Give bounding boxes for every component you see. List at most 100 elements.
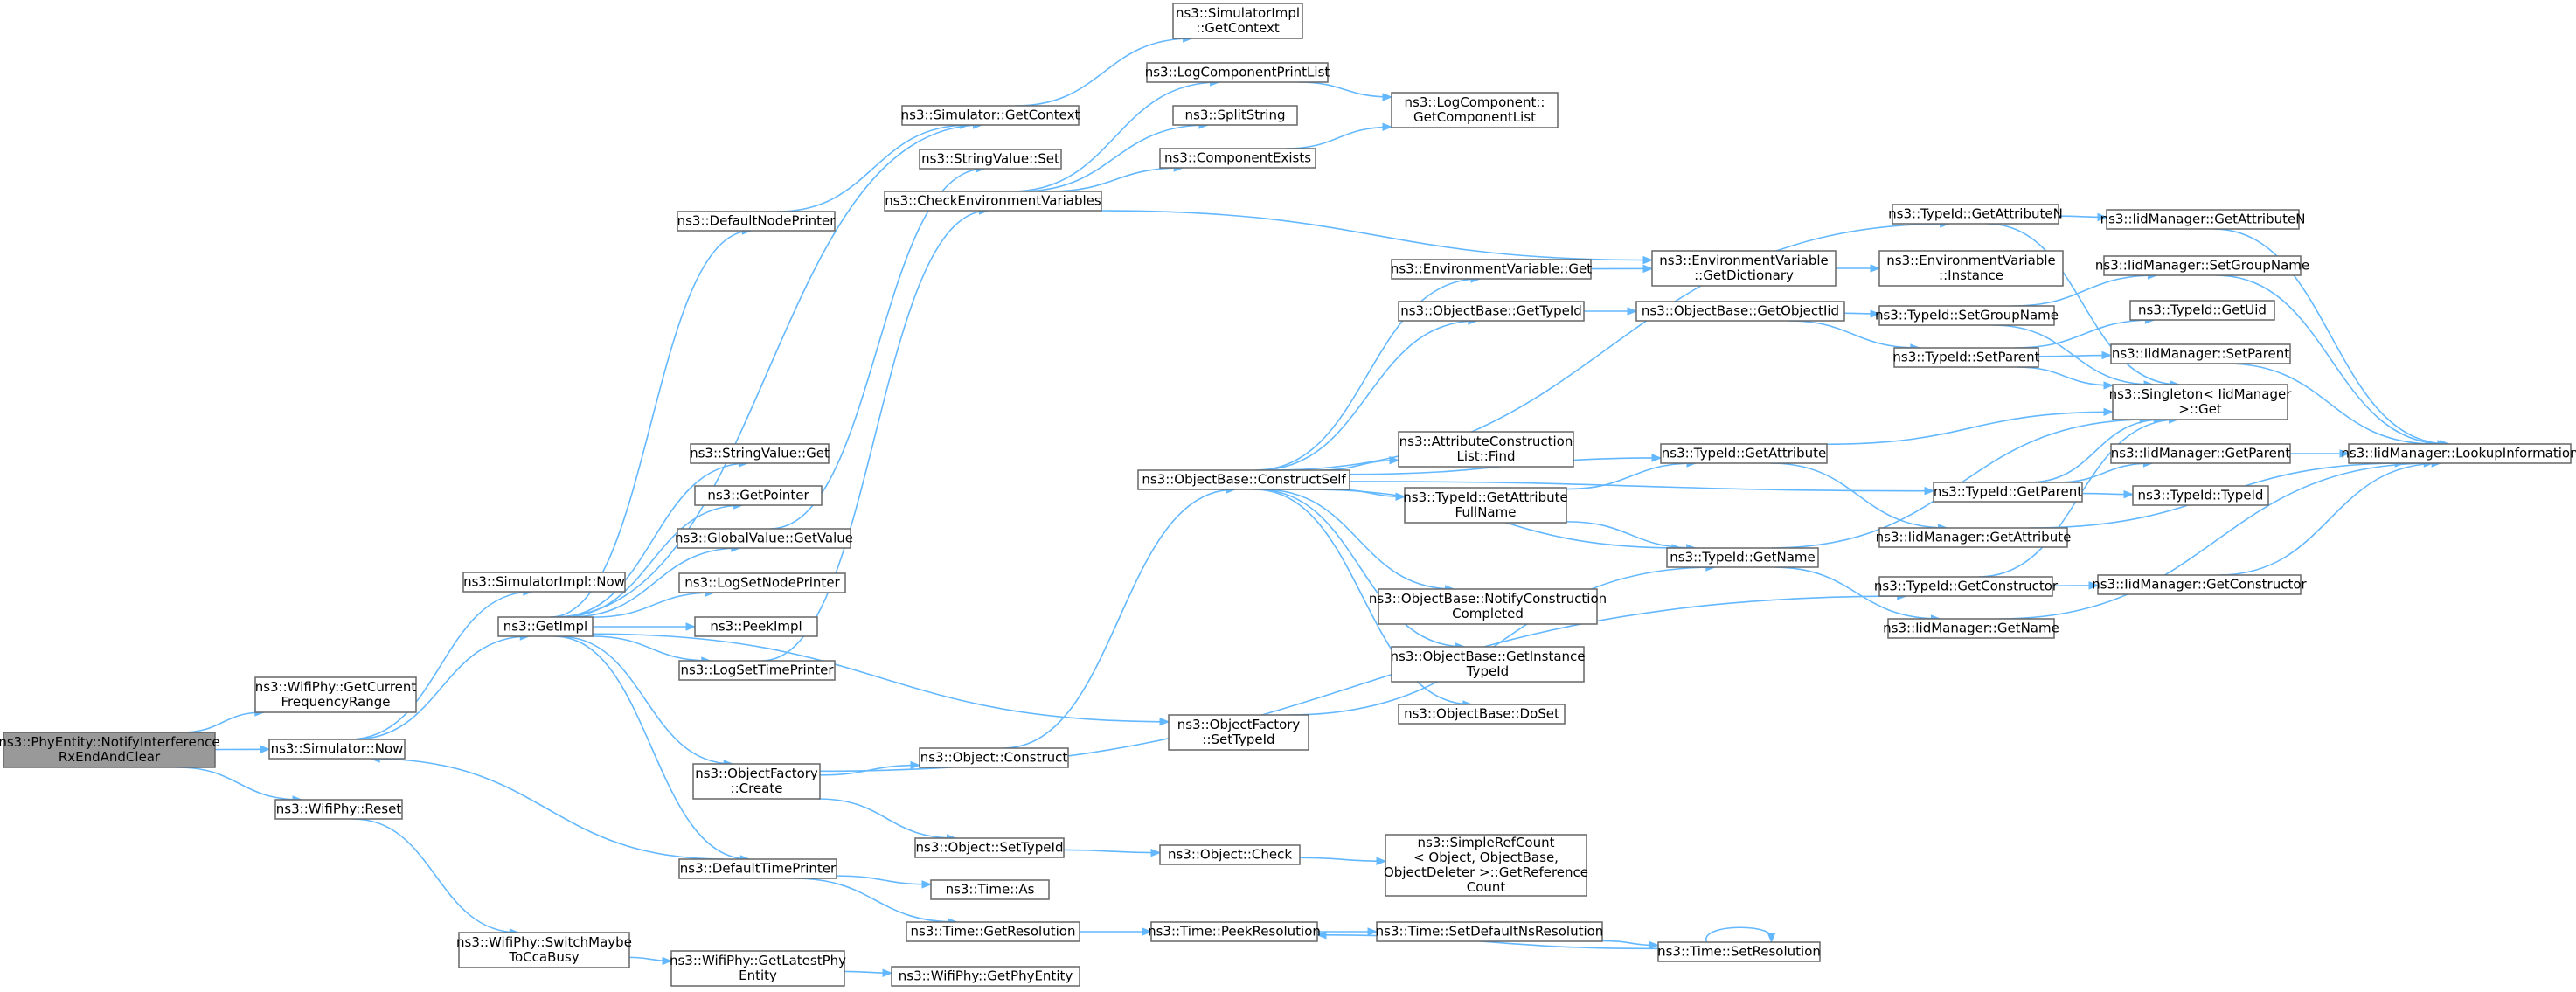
node-typeIdGetAttributeN[interactable]: ns3::TypeId::GetAttributeN: [1888, 204, 2063, 225]
node-typeIdGetName[interactable]: ns3::TypeId::GetName: [1666, 547, 1819, 568]
edge-arrowhead: [1367, 927, 1378, 936]
node-label: Completed: [1452, 606, 1524, 621]
node-box: [694, 616, 818, 637]
edge-line: [1270, 223, 1949, 471]
node-typeIdSetParent[interactable]: ns3::TypeId::SetParent: [1892, 347, 2040, 368]
node-peekImpl[interactable]: ns3::PeekImpl: [694, 616, 818, 637]
node-logComponentPrintList[interactable]: ns3::LogComponentPrintList: [1145, 62, 1330, 83]
node-simImplGetContext[interactable]: ns3::SimulatorImpl::GetContext: [1172, 3, 1303, 39]
node-objectFactorySetTypeId[interactable]: ns3::ObjectFactory::SetTypeId: [1168, 714, 1309, 751]
node-simpleRefCountGetReferenceCount[interactable]: ns3::SimpleRefCount< Object, ObjectBase,…: [1384, 834, 1588, 897]
edge-root-to-getCurFreq: [181, 708, 266, 733]
node-typeIdGetParent[interactable]: ns3::TypeId::GetParent: [1933, 482, 2083, 503]
node-label: >::Get: [2178, 401, 2222, 417]
node-typeIdSetGroupName[interactable]: ns3::TypeId::SetGroupName: [1875, 305, 2059, 326]
node-box: [2103, 255, 2302, 276]
node-stringValueGet[interactable]: ns3::StringValue::Get: [690, 443, 830, 464]
node-typeIdGetConstructor[interactable]: ns3::TypeId::GetConstructor: [1874, 576, 2059, 597]
node-iidManagerGetAttribute[interactable]: ns3::IidManager::GetAttribute: [1876, 527, 2072, 548]
edge-line: [559, 635, 733, 765]
node-envVarGet[interactable]: ns3::EnvironmentVariable::Get: [1391, 259, 1592, 280]
edges-layer: [177, 34, 2451, 978]
node-checkEnvVars[interactable]: ns3::CheckEnvironmentVariables: [884, 191, 1102, 212]
node-label: GetComponentList: [1413, 109, 1536, 125]
node-objectCheck[interactable]: ns3::Object::Check: [1159, 844, 1301, 865]
node-logSetNodePrinter[interactable]: ns3::LogSetNodePrinter: [678, 572, 846, 593]
node-box: [1168, 714, 1309, 751]
node-box: [2110, 443, 2291, 464]
node-box: [458, 932, 630, 968]
edge-arrowhead: [1649, 940, 1660, 950]
edge-line: [553, 124, 982, 618]
node-timeSetDefaultNsResolution[interactable]: ns3::Time::SetDefaultNsResolution: [1376, 921, 1604, 942]
node-simNow[interactable]: ns3::Simulator::Now: [268, 739, 406, 760]
node-objectBaseDoSet[interactable]: ns3::ObjectBase::DoSet: [1398, 704, 1566, 725]
node-envVarInstance[interactable]: ns3::EnvironmentVariable::Instance: [1878, 250, 2064, 287]
node-box: [1391, 259, 1592, 280]
node-wifiReset[interactable]: ns3::WifiPhy::Reset: [274, 799, 403, 820]
node-iidManagerGetConstructor[interactable]: ns3::IidManager::GetConstructor: [2092, 574, 2308, 595]
node-logSetTimePrinter[interactable]: ns3::LogSetTimePrinter: [678, 660, 836, 681]
node-timeGetResolution[interactable]: ns3::Time::GetResolution: [906, 921, 1080, 942]
node-objectConstruct[interactable]: ns3::Object::Construct: [919, 747, 1069, 768]
node-simGetContext[interactable]: ns3::Simulator::GetContext: [901, 105, 1080, 126]
node-singletonGet[interactable]: ns3::Singleton< IidManager>::Get: [2109, 384, 2293, 420]
node-typeIdTypeId[interactable]: ns3::TypeId::TypeId: [2132, 485, 2269, 506]
node-timePeekResolution[interactable]: ns3::Time::PeekResolution: [1148, 921, 1321, 942]
node-label: ns3::TypeId::GetParent: [1934, 484, 2082, 500]
node-simImplNow[interactable]: ns3::SimulatorImpl::Now: [462, 572, 626, 593]
edge-line: [1566, 462, 1696, 490]
node-timeAs[interactable]: ns3::Time::As: [930, 879, 1050, 900]
node-label: ns3::ObjectBase::DoSet: [1404, 706, 1559, 722]
node-iidManagerGetName[interactable]: ns3::IidManager::GetName: [1883, 618, 2059, 639]
node-label: ns3::Time::SetDefaultNsResolution: [1376, 924, 1604, 940]
node-objectFactoryCreate[interactable]: ns3::ObjectFactory::Create: [692, 763, 821, 800]
node-stringValueSet[interactable]: ns3::StringValue::Set: [919, 149, 1062, 170]
edge-line: [1297, 81, 1392, 98]
node-objectSetTypeId[interactable]: ns3::Object::SetTypeId: [914, 837, 1065, 858]
node-timeSetResolution[interactable]: ns3::Time::SetResolution: [1657, 941, 1821, 962]
node-iidManagerGetAttributeN[interactable]: ns3::IidManager::GetAttributeN: [2100, 209, 2306, 230]
node-box: [690, 443, 830, 464]
node-objectBaseNotifyConstructionCompleted[interactable]: ns3::ObjectBase::NotifyConstructionCompl…: [1369, 588, 1607, 625]
node-splitString[interactable]: ns3::SplitString: [1172, 105, 1298, 126]
node-typeIdGetAttribute[interactable]: ns3::TypeId::GetAttribute: [1660, 443, 1828, 464]
node-box: [1892, 204, 2059, 225]
node-label: ns3::SimulatorImpl::Now: [463, 574, 625, 590]
node-iidManagerSetParent[interactable]: ns3::IidManager::SetParent: [2110, 343, 2291, 364]
edge-arrowhead: [1627, 307, 1638, 316]
node-envVarGetDictionary[interactable]: ns3::EnvironmentVariable::GetDictionary: [1651, 250, 1837, 287]
node-typeIdGetUid[interactable]: ns3::TypeId::GetUid: [2129, 300, 2275, 321]
node-iidManagerSetGroupName[interactable]: ns3::IidManager::SetGroupName: [2095, 255, 2309, 276]
node-root[interactable]: ns3::PhyEntity::NotifyInterferenceRxEndA…: [0, 732, 220, 768]
edge-arrowhead: [1389, 455, 1400, 465]
edge-line: [371, 758, 725, 860]
node-getPointer[interactable]: ns3::GetPointer: [694, 485, 823, 506]
edge-line: [2014, 319, 2155, 349]
edge-line: [1258, 320, 1477, 471]
node-componentExists[interactable]: ns3::ComponentExists: [1159, 148, 1316, 169]
node-box: [1146, 62, 1329, 83]
node-objectBaseGetObjectIid[interactable]: ns3::ObjectBase::GetObjectIid: [1635, 301, 1845, 322]
node-objectBaseGetTypeId[interactable]: ns3::ObjectBase::GetTypeId: [1398, 301, 1585, 322]
node-iidManagerGetParent[interactable]: ns3::IidManager::GetParent: [2110, 443, 2291, 464]
node-getImpl[interactable]: ns3::GetImpl: [497, 616, 594, 637]
node-label: ns3::WifiPhy::GetCurrent: [255, 679, 417, 695]
node-objectBaseConstructSelf[interactable]: ns3::ObjectBase::ConstructSelf: [1137, 469, 1350, 490]
node-defaultNodePrinter[interactable]: ns3::DefaultNodePrinter: [677, 211, 837, 232]
node-getPhyEntity[interactable]: ns3::WifiPhy::GetPhyEntity: [891, 966, 1080, 987]
node-defaultTimePrinter[interactable]: ns3::DefaultTimePrinter: [678, 858, 837, 879]
node-logComponentGetList[interactable]: ns3::LogComponent::GetComponentList: [1391, 92, 1559, 128]
edge-getImpl-to-logSetTimePrinter: [592, 635, 712, 665]
node-globalValueGetValue[interactable]: ns3::GlobalValue::GetValue: [675, 528, 853, 549]
node-label: ns3::Time::GetResolution: [911, 924, 1076, 940]
node-label: ns3::WifiPhy::SwitchMaybe: [456, 934, 632, 950]
node-iidManagerLookupInformation[interactable]: ns3::IidManager::LookupInformation: [2341, 443, 2576, 464]
node-label: ns3::TypeId::GetUid: [2138, 302, 2267, 318]
